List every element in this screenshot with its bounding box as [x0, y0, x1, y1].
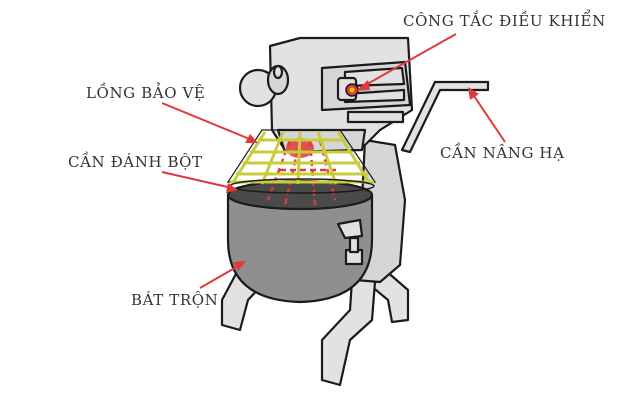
- lift-lever-handle: [400, 80, 490, 154]
- label-mixing-bowl: BÁT TRỘN: [131, 291, 218, 309]
- mixer-illustration: [220, 36, 490, 387]
- label-lift-lever: CẦN NÂNG HẠ: [440, 142, 565, 162]
- leader-mixing-bowl: [199, 261, 246, 289]
- labels: CÔNG TẮC ĐIỀU KHIỂN LỒNG BẢO VỆ CẦN ĐÁNH…: [68, 10, 606, 309]
- label-control-switch: CÔNG TẮC ĐIỀU KHIỂN: [403, 10, 606, 30]
- mixer-head: [238, 36, 414, 154]
- label-safety-guard: LỒNG BẢO VỆ: [86, 82, 205, 102]
- leader-lift-lever: [468, 87, 506, 143]
- leader-safety-guard: [161, 102, 258, 143]
- control-switch: [336, 76, 359, 102]
- leader-control-switch: [356, 33, 457, 91]
- label-beater: CẦN ĐÁNH BỘT: [68, 151, 203, 171]
- safety-guard-cage: [226, 129, 377, 194]
- mixing-bowl-shape: [226, 179, 374, 304]
- leader-lines: [161, 33, 506, 289]
- leader-beater: [161, 171, 238, 193]
